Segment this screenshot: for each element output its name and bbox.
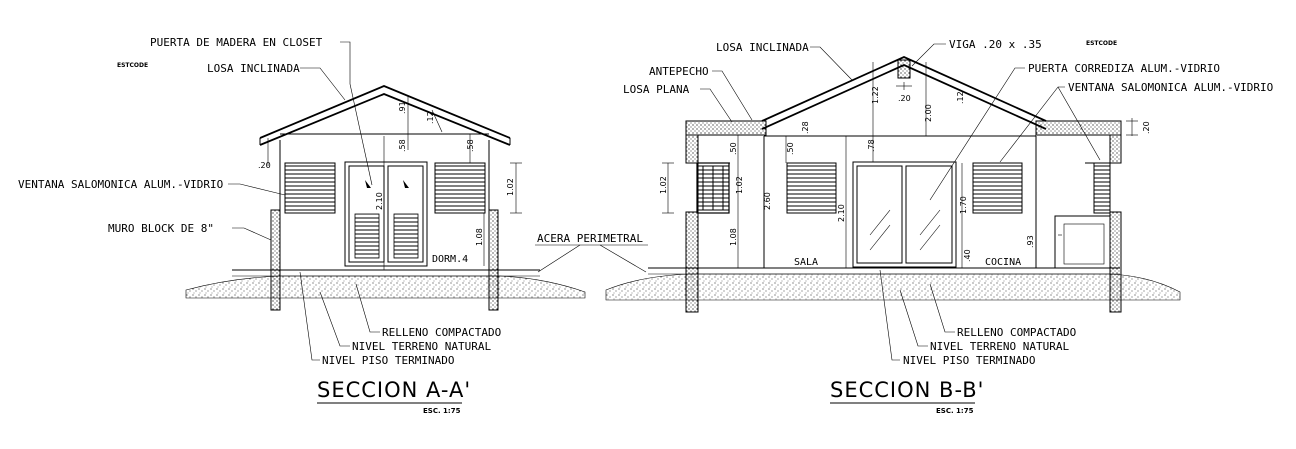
dim-b-200: 2.00 <box>924 104 933 122</box>
label-parapet: ANTEPECHO <box>649 65 709 78</box>
dim-b-108: 1.08 <box>729 228 738 246</box>
dim-b-50b: .50 <box>786 142 795 155</box>
label-window-b: VENTANA SALOMONICA ALUM.-VIDRIO <box>1068 81 1273 94</box>
wall-left-a <box>270 209 281 311</box>
window-a-left <box>284 162 336 214</box>
dim-b-78: .78 <box>867 139 876 152</box>
flat-slab-left-b <box>685 120 767 136</box>
closet-door-a <box>344 161 428 267</box>
roof-a <box>259 85 511 139</box>
label-window-a: VENTANA SALOMONICA ALUM.-VIDRIO <box>18 178 223 191</box>
dim-a-12: .12 <box>426 111 435 124</box>
label-fill-b: RELLENO COMPACTADO <box>957 326 1076 339</box>
scale-a: ESC. 1:75 <box>423 407 461 415</box>
window-b-cocina <box>972 162 1023 214</box>
dim-b-12: .12 <box>956 91 965 104</box>
label-sidewalk: ACERA PERIMETRAL <box>537 232 643 245</box>
scale-b: ESC. 1:75 <box>936 407 974 415</box>
sliding-door-b <box>852 161 957 268</box>
label-roof-b: LOSA INCLINADA <box>716 41 809 54</box>
dim-b-210: 2.10 <box>837 204 846 222</box>
stamp-a: ESTCODE <box>117 62 148 69</box>
dim-b-40: .40 <box>963 249 972 262</box>
dim-b-50a: .50 <box>729 142 738 155</box>
dim-b-93: .93 <box>1026 235 1035 248</box>
label-closet-door: PUERTA DE MADERA EN CLOSET <box>150 36 323 49</box>
dim-a-102: 1.02 <box>506 178 515 196</box>
label-fill-a: RELLENO COMPACTADO <box>382 326 501 339</box>
dim-b-102a: 1.02 <box>659 176 668 194</box>
dim-a-58b: .58 <box>466 139 475 152</box>
dim-a-91: .91 <box>398 101 407 114</box>
kitchen-counter <box>1054 215 1111 269</box>
title-section-b: SECCION B-B' <box>830 378 984 402</box>
dim-b-20b: .20 <box>1142 121 1151 134</box>
dim-b-28: .28 <box>801 121 810 134</box>
window-b-right <box>1093 162 1111 214</box>
section-a-drawing <box>185 85 586 311</box>
label-sliding-door: PUERTA CORREDIZA ALUM.-VIDRIO <box>1028 62 1220 75</box>
terrain-a <box>185 275 586 299</box>
label-flat-slab: LOSA PLANA <box>623 83 690 96</box>
label-floor-b: NIVEL PISO TERMINADO <box>903 354 1035 367</box>
dim-a-20: .20 <box>258 161 271 170</box>
dim-a-210: 2.10 <box>375 192 384 210</box>
wall-left-b <box>685 211 699 313</box>
window-a-right <box>434 162 486 214</box>
room-sala: SALA <box>794 257 818 268</box>
room-dorm4: DORM.4 <box>432 254 468 265</box>
stamp-b: ESTCODE <box>1086 40 1117 47</box>
room-cocina: COCINA <box>985 257 1021 268</box>
label-floor-a: NIVEL PISO TERMINADO <box>322 354 454 367</box>
dim-b-102b: 1.02 <box>735 176 744 194</box>
label-wall-a: MURO BLOCK DE 8" <box>108 222 214 235</box>
label-natural-b: NIVEL TERRENO NATURAL <box>930 340 1069 353</box>
window-b-sala <box>786 162 837 214</box>
label-beam: VIGA .20 x .35 <box>949 38 1042 51</box>
label-roof-a: LOSA INCLINADA <box>207 62 300 75</box>
dim-b-260: 2.60 <box>763 192 772 210</box>
dim-b-170: 1.70 <box>959 196 968 214</box>
dim-b-122: 1.22 <box>871 86 880 104</box>
title-section-a: SECCION A-A' <box>317 378 471 402</box>
label-natural-a: NIVEL TERRENO NATURAL <box>352 340 491 353</box>
section-b-drawing <box>605 56 1181 313</box>
beam-b <box>897 59 911 79</box>
roof-b <box>761 56 1047 122</box>
wall-right-b <box>1109 211 1122 313</box>
flat-slab-right-b <box>1035 120 1122 136</box>
wall-right-a <box>488 209 499 311</box>
dim-a-108: 1.08 <box>475 228 484 246</box>
dim-b-20a: .20 <box>898 94 911 103</box>
dim-a-58a: .58 <box>398 139 407 152</box>
